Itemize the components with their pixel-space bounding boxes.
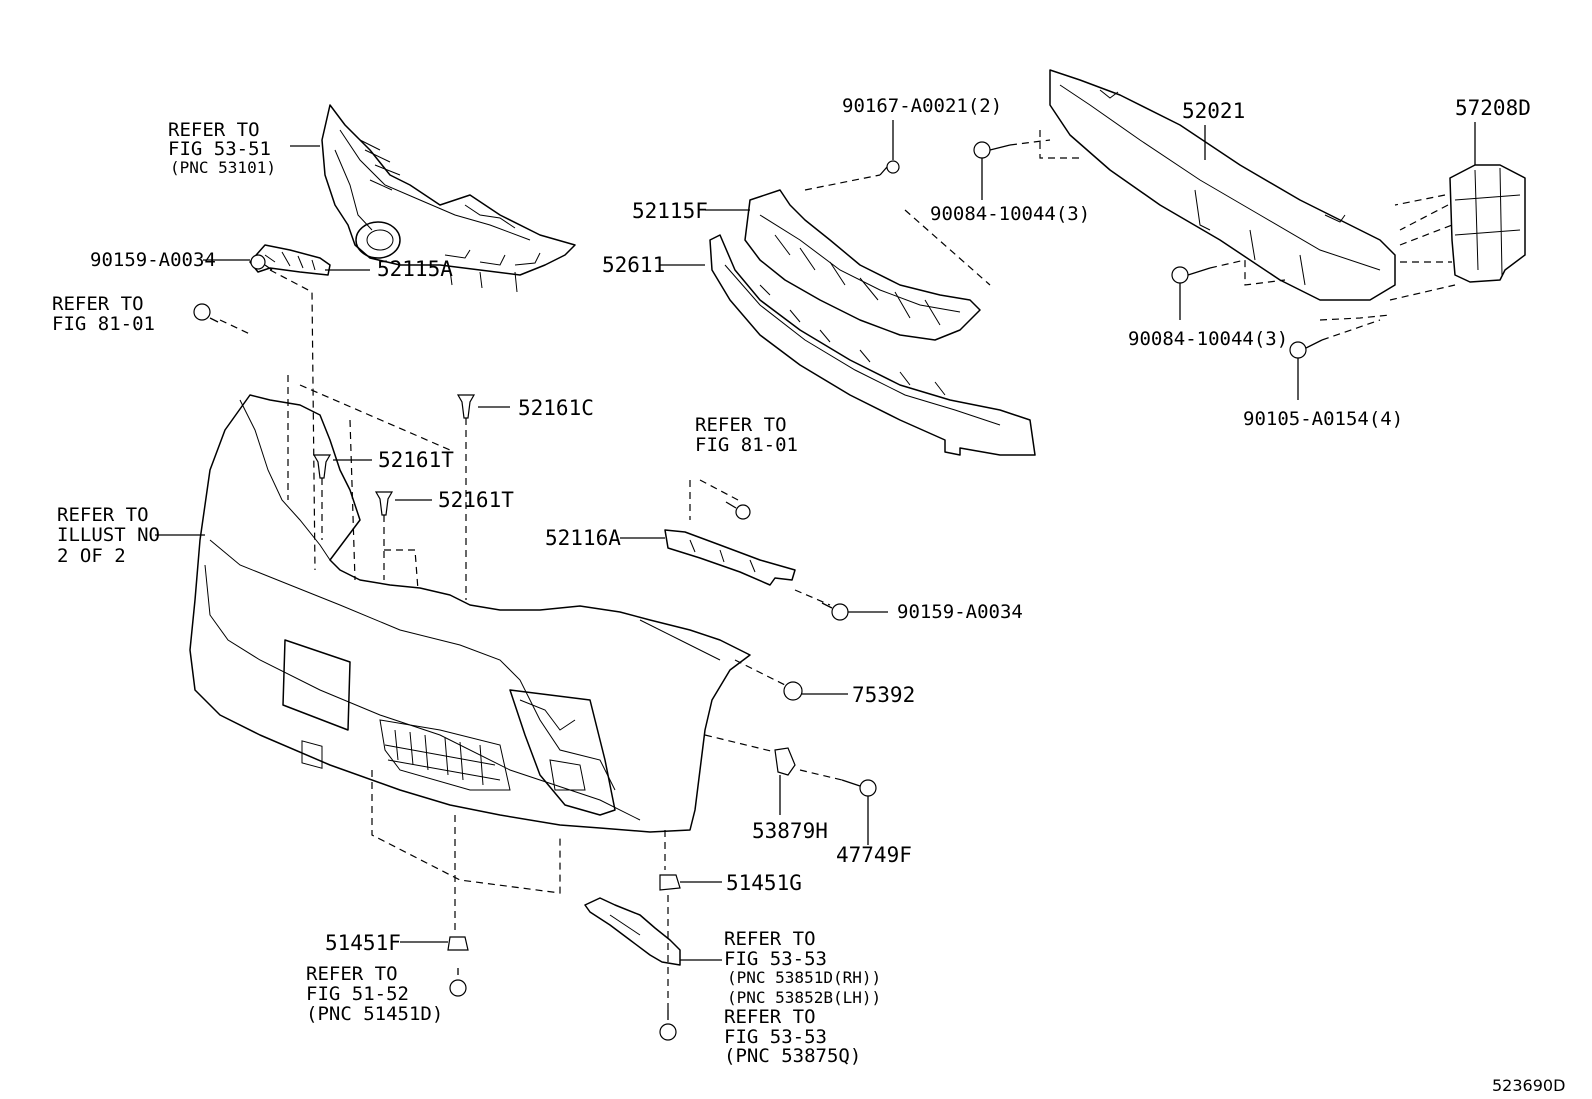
nut-51451f-icon	[447, 936, 469, 951]
bolt-fig5152-icon	[449, 968, 467, 997]
callout-52161t-lower: 52161T	[438, 488, 514, 512]
bolt-90084-upper-icon	[973, 141, 1011, 159]
note-fig5152-line2: FIG 51-52	[306, 983, 409, 1005]
callout-47749f: 47749F	[836, 843, 912, 867]
callout-57208d: 57208D	[1455, 96, 1531, 120]
callout-90084-upper: 90084-10044(3)	[930, 203, 1090, 225]
callout-53879h: 53879H	[752, 819, 828, 843]
note-fig5353a-line2: FIG 53-53	[724, 948, 827, 970]
callout-75392: 75392	[852, 683, 915, 707]
callout-52115a: 52115A	[377, 257, 453, 281]
callout-52115f: 52115F	[632, 199, 708, 223]
note-grille-line1: REFER TO	[168, 119, 260, 141]
note-fig5353b-line2: FIG 53-53	[724, 1026, 827, 1048]
note-fig5152-line3: (PNC 51451D)	[306, 1003, 443, 1025]
callout-90167: 90167-A0021(2)	[842, 95, 1002, 117]
callout-52611: 52611	[602, 253, 665, 277]
callout-labels: 90167-A0021(2) 52021 57208D 52115F 52611…	[90, 95, 1531, 955]
note-fig5353a-line3: (PNC 53851D(RH))	[727, 968, 881, 987]
callout-52116a: 52116A	[545, 526, 621, 550]
lower-bracket-part	[584, 897, 681, 966]
upper-grille-part	[321, 104, 576, 293]
note-fig5353a-line4: (PNC 53852B(LH))	[727, 988, 881, 1007]
callout-90084-lower: 90084-10044(3)	[1128, 328, 1288, 350]
callout-51451g: 51451G	[726, 871, 802, 895]
energy-absorber-52115f-part	[744, 189, 981, 341]
bracket-52116a-part	[664, 529, 796, 586]
note-fig81a-line1: REFER TO	[52, 293, 144, 315]
nut-51451g-icon	[659, 874, 681, 891]
clip-52161t-upper-icon	[312, 454, 332, 479]
note-illust-line1: REFER TO	[57, 504, 149, 526]
bumper-reinforcement-52021-part	[1049, 69, 1396, 301]
clip-90167-icon	[879, 160, 900, 176]
note-fig5353b-line3: (PNC 53875Q)	[724, 1045, 861, 1067]
callout-52161t-upper: 52161T	[378, 448, 454, 472]
bumper-absorber-52611-part	[709, 234, 1036, 456]
callout-52021: 52021	[1182, 99, 1245, 123]
bolt-90105-icon	[1289, 339, 1323, 359]
clip-75392-icon	[783, 681, 803, 701]
note-fig5152-line1: REFER TO	[306, 963, 398, 985]
clip-52161c-icon	[456, 394, 476, 419]
callout-52161c: 52161C	[518, 396, 594, 420]
callout-51451f: 51451F	[325, 931, 401, 955]
screw-90159-upper-icon	[250, 254, 273, 271]
fasteners	[193, 141, 1323, 1041]
front-bumper-cover-part	[189, 394, 751, 833]
callout-90105: 90105-A0154(4)	[1243, 408, 1403, 430]
bracket-57208d-part	[1449, 164, 1526, 283]
note-illust-line3: 2 OF 2	[57, 545, 126, 567]
note-fig81a-line2: FIG 81-01	[52, 313, 155, 335]
assembly-dashed-lines	[219, 130, 1456, 1010]
note-illust-line2: ILLUST NO	[57, 524, 160, 546]
leader-lines	[155, 120, 1476, 961]
reference-notes: REFER TO FIG 53-51 (PNC 53101) REFER TO …	[52, 119, 881, 1067]
bolt-fig81-lower-icon	[725, 501, 751, 520]
note-fig81b-line1: REFER TO	[695, 414, 787, 436]
bolt-90084-lower-icon	[1171, 266, 1211, 284]
note-grille-line2: FIG 53-51	[168, 138, 271, 160]
bolt-fig5353-icon	[659, 1010, 677, 1041]
diagram-id: 523690D	[1492, 1076, 1565, 1095]
callout-90159-lower: 90159-A0034	[897, 601, 1023, 623]
note-fig5353a-line1: REFER TO	[724, 928, 816, 950]
note-fig81b-line2: FIG 81-01	[695, 434, 798, 456]
note-grille-line3: (PNC 53101)	[170, 158, 276, 177]
callout-90159-upper: 90159-A0034	[90, 249, 216, 271]
retainer-53879h-icon	[774, 747, 796, 776]
clip-52161t-lower-icon	[374, 491, 394, 516]
screw-90159-lower-icon	[821, 602, 849, 621]
screw-47749f-icon	[841, 779, 877, 797]
bolt-fig81-upper-icon	[193, 303, 219, 323]
note-fig5353b-line1: REFER TO	[724, 1006, 816, 1028]
